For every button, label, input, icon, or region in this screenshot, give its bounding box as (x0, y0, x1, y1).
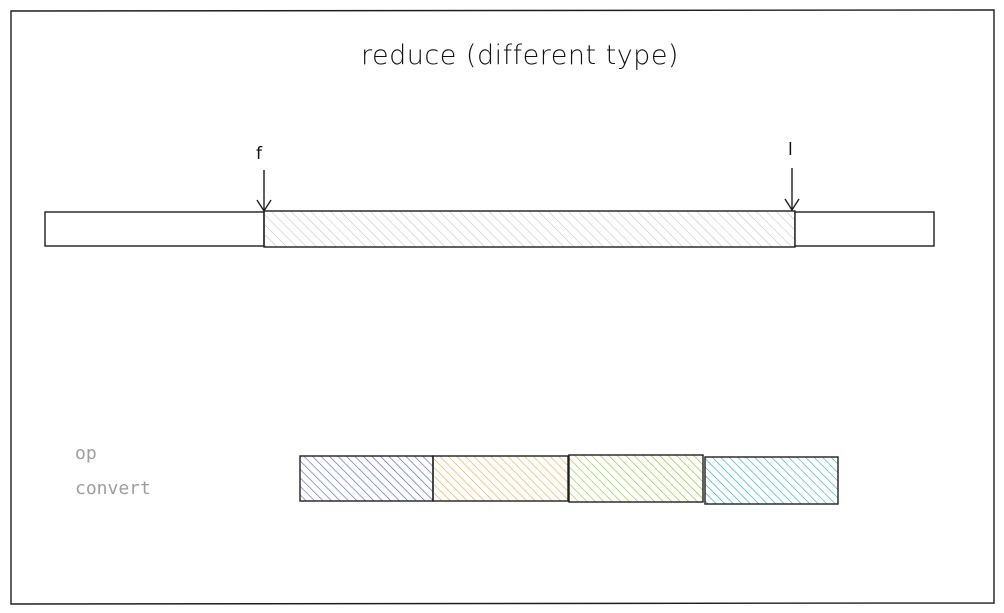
outer-frame (10, 9, 995, 605)
first-pointer-label: f (256, 144, 262, 164)
first-pointer-arrow (256, 170, 272, 213)
array-left-segment (44, 211, 265, 247)
block-cyan (704, 456, 839, 505)
array-selected-range (263, 210, 796, 248)
diagram-title: reduce (different type) (361, 40, 679, 71)
block-green (568, 454, 704, 503)
array-right-segment (794, 211, 935, 247)
legend-op-label: op (75, 443, 97, 464)
legend-convert-label: convert (75, 478, 151, 499)
array-bar (44, 210, 935, 248)
result-blocks (299, 454, 839, 505)
block-orange (432, 455, 569, 502)
last-pointer-arrow (784, 168, 800, 212)
block-blue (299, 455, 434, 502)
last-pointer-label: l (788, 140, 793, 160)
